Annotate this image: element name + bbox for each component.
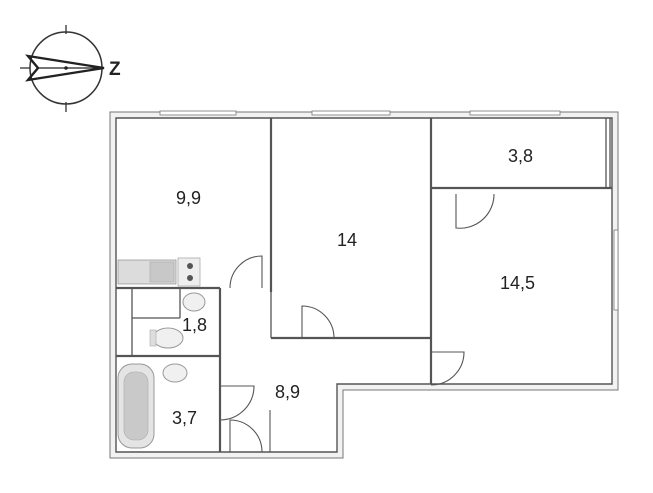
room-label-1-8: 1,8 <box>182 315 207 335</box>
door-corridor-14-5-icon <box>430 351 465 386</box>
door-bathroom-icon <box>219 385 255 421</box>
interior-walls <box>116 118 612 452</box>
room-label-9-9: 9,9 <box>176 188 201 208</box>
exterior-walls <box>109 111 619 459</box>
sink-icon <box>182 292 206 312</box>
compass-direction-label: Z <box>109 59 121 80</box>
stove-icon <box>177 257 201 287</box>
room-label-3-8: 3,8 <box>508 146 533 166</box>
compass-rose: Z <box>20 25 121 112</box>
door-room-14-5-icon <box>455 193 495 229</box>
toilet-icon <box>152 327 184 349</box>
doors <box>219 193 495 453</box>
room-label-3-7: 3,7 <box>172 408 197 428</box>
door-room-14-icon <box>301 305 335 339</box>
door-entrance-icon <box>229 419 263 453</box>
room-labels: 9,9 14 3,8 14,5 1,8 8,9 3,7 <box>172 146 535 428</box>
room-label-8-9: 8,9 <box>275 382 300 402</box>
fixtures <box>117 257 206 449</box>
room-label-14: 14 <box>337 230 357 250</box>
windows <box>159 110 619 311</box>
bathroom-sink-icon <box>162 363 188 383</box>
room-label-14-5: 14,5 <box>500 273 535 293</box>
door-kitchen-icon <box>229 255 263 289</box>
